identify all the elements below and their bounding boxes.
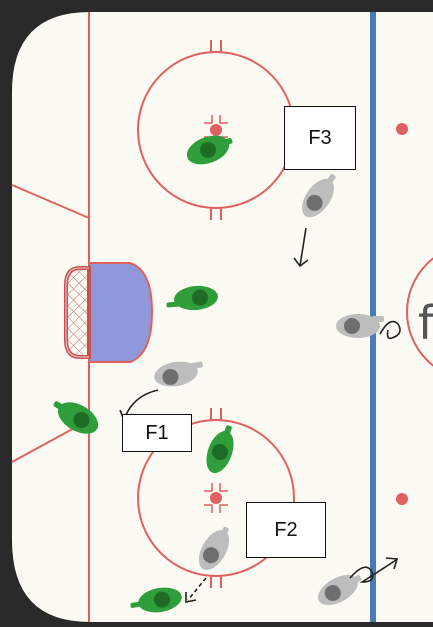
neutral-dot-top bbox=[396, 123, 408, 135]
label-f2: F2 bbox=[246, 502, 326, 558]
goal-net bbox=[66, 268, 89, 357]
center-logo: f bbox=[418, 300, 433, 346]
goal-crease bbox=[89, 263, 152, 362]
label-f1: F1 bbox=[122, 414, 192, 452]
label-f3: F3 bbox=[284, 106, 356, 170]
neutral-dot-bottom bbox=[396, 493, 408, 505]
